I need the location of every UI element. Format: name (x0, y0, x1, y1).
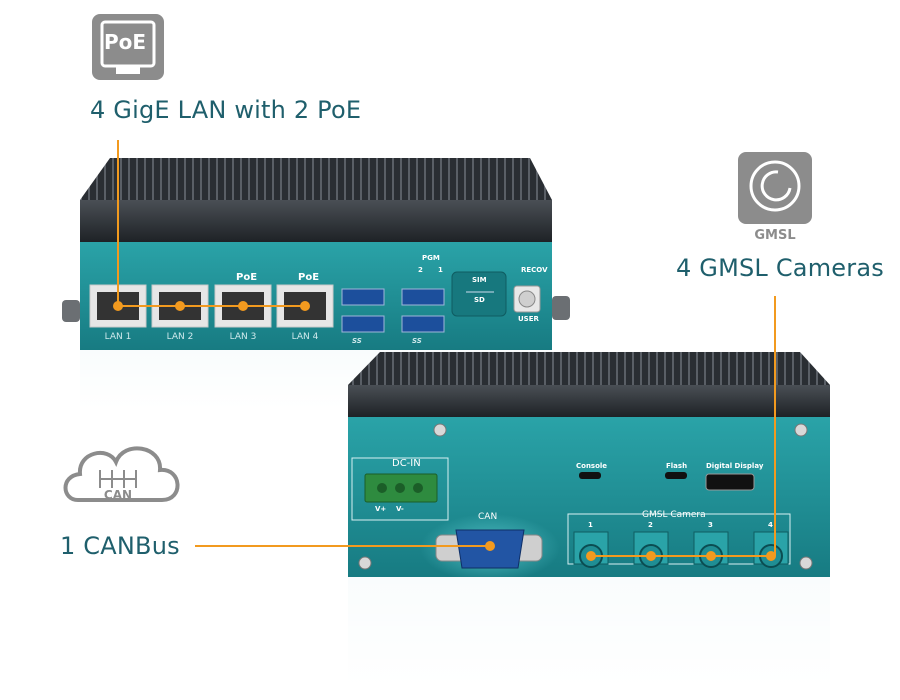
poe-mark-lan3: PoE (236, 272, 258, 283)
recov-label: RECOV (521, 266, 548, 274)
poe-icon (92, 14, 164, 80)
dc-terminal-v-minus: V- (396, 505, 404, 513)
console-label: Console (576, 462, 608, 470)
poe-leader-horizontal (118, 305, 306, 307)
sim-label: SIM (472, 276, 487, 284)
usb-ports (341, 288, 445, 333)
gmsl-callout-title: 4 GMSL Cameras (676, 254, 884, 282)
pgm-position-2: 2 (418, 266, 423, 274)
dc-terminal-v-plus: V+ (375, 505, 387, 513)
gmsl-leader-vertical (774, 296, 776, 556)
usb-mark-1: SS (352, 337, 362, 345)
dc-in-label: DC-IN (392, 458, 421, 469)
pgm-position-1: 1 (438, 266, 443, 274)
lan-port-label-3: LAN 3 (229, 332, 257, 342)
can-port-label: CAN (478, 512, 498, 522)
digital-display-label: Digital Display (706, 462, 764, 470)
gmsl-port-label-4: 4 (768, 521, 773, 529)
lan-port-label-1: LAN 1 (104, 332, 132, 342)
sd-label: SD (474, 296, 485, 304)
user-label: USER (518, 315, 539, 323)
poe-callout-title: 4 GigE LAN with 2 PoE (90, 96, 362, 124)
gmsl-port-label-3: 3 (708, 521, 713, 529)
poe-icon-text: PoE (104, 30, 147, 54)
gmsl-port-label-1: 1 (588, 521, 593, 529)
poe-mark-lan4: PoE (298, 272, 320, 283)
flash-label: Flash (666, 462, 688, 470)
lan-port-label-4: LAN 4 (291, 332, 319, 342)
gmsl-icon-text: GMSL (754, 228, 796, 243)
gmsl-port-label-2: 2 (648, 521, 653, 529)
gmsl-camera-header: GMSL Camera (642, 510, 706, 520)
gmsl-camera-icon (738, 152, 812, 224)
lan-port-label-2: LAN 2 (166, 332, 194, 342)
poe-leader-vertical (117, 140, 119, 306)
usb-mark-2: SS (412, 337, 422, 345)
rear-unit (348, 352, 830, 687)
can-leader (195, 545, 491, 547)
gmsl-leader-horizontal (591, 555, 775, 557)
can-icon-text: CAN (103, 488, 133, 502)
pgm-label: PGM (422, 254, 440, 262)
can-callout-title: 1 CANBus (60, 532, 180, 560)
